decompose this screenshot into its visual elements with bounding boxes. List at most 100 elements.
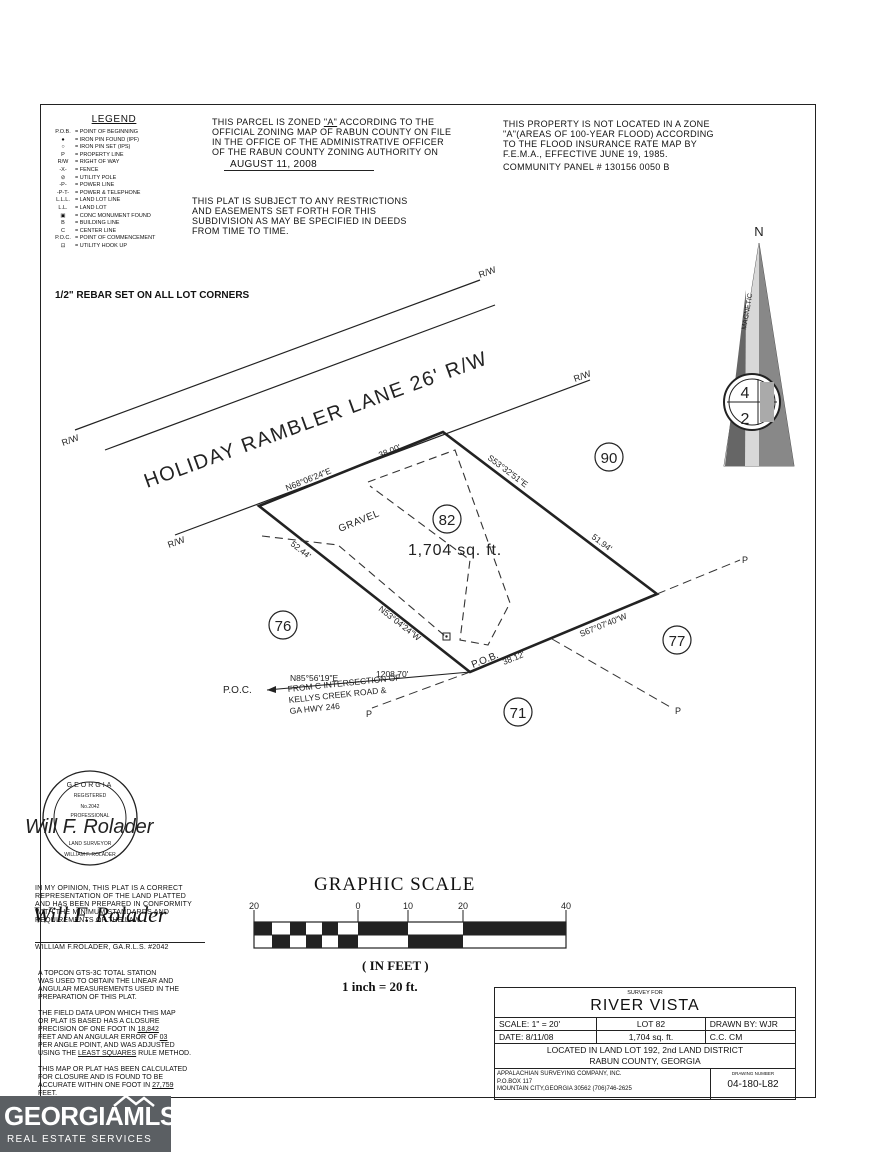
flood-text: TO THE FLOOD INSURANCE RATE MAP BY (503, 139, 698, 149)
legend-title: LEGEND (91, 114, 137, 125)
lot-cell: LOT 82 (596, 1017, 706, 1031)
seal-name: WILLIAM F. ROLADER (64, 852, 116, 858)
legend-text: = CONC MONUMENT FOUND (75, 212, 151, 219)
accuracy-text: ACCURATE WITHIN ONE FOOT IN (38, 1082, 151, 1089)
tie-bearing: N85°56'19"E (290, 673, 339, 683)
location-line: RABUN COUNTY, GEORGIA (589, 1056, 701, 1066)
surveyor-seal (53, 781, 127, 855)
company-line: APPALACHIAN SURVEYING COMPANY, INC. (497, 1071, 622, 1077)
scale-tick: 10 (403, 901, 413, 911)
legend-symbol: L.L.L. (56, 197, 70, 204)
flood-note: THIS PROPERTY IS NOT LOCATED IN A ZONE "… (503, 119, 743, 172)
property-line-mark: P (742, 555, 748, 565)
mls-logo-sub: REAL ESTATE SERVICES (7, 1134, 153, 1145)
legend: LEGEND P.O.B.= POINT OF BEGINNING●= IRON… (55, 114, 195, 251)
property-line (551, 638, 673, 709)
restrictions-note: THIS PLAT IS SUBJECT TO ANY RESTRICTIONS… (192, 196, 432, 236)
legend-symbol: P (61, 151, 65, 158)
closure-text: THE FIELD DATA UPON WHICH THIS MAP (38, 1010, 176, 1017)
accuracy-text: FEET. (38, 1090, 58, 1097)
accuracy-text: THIS MAP OR PLAT HAS BEEN CALCULATED (38, 1066, 188, 1073)
legend-symbol: -X- (59, 166, 67, 173)
lot-number: 82 (439, 512, 456, 529)
adjacent-lot-number: 77 (669, 633, 686, 650)
pob-label: P.O.B. (470, 650, 500, 671)
legend-text: = POINT OF COMMENCEMENT (75, 235, 156, 242)
scale-tick: 20 (249, 901, 259, 911)
accuracy-value: 27,759 (152, 1082, 174, 1089)
legend-row: P.O.B.= POINT OF BEGINNING (55, 129, 195, 137)
seal-signature: Will F. Rolader (25, 816, 155, 838)
adjacent-lot-number: 71 (510, 705, 527, 722)
rw-label: R/W (166, 534, 186, 550)
seal-text: PROFESSIONAL (71, 813, 110, 819)
legend-text: = FENCE (75, 166, 99, 173)
closure-method: LEAST SQUARES (77, 1050, 137, 1057)
tie-distance: 1208.70' (376, 669, 409, 679)
scale-ratio: 1 inch = 20 ft. (342, 979, 418, 994)
utility-hookup-icon (445, 635, 448, 638)
community-panel: COMMUNITY PANEL # 130156 0050 B (503, 162, 670, 172)
date-cell: DATE: 8/11/08 (493, 1030, 598, 1044)
legend-symbol: B (61, 220, 65, 227)
legend-row: ○= IRON PIN SET (IPS) (55, 144, 195, 152)
scale-cell: SCALE: 1" = 20' (493, 1017, 598, 1031)
legend-row: -X- = FENCE (55, 167, 195, 175)
location-line: LOCATED IN LAND LOT 192, 2nd LAND DISTRI… (546, 1045, 744, 1055)
opinion-note: IN MY OPINION, THIS PLAT IS A CORRECT RE… (35, 885, 235, 952)
instrument-text: WAS USED TO OBTAIN THE LINEAR AND (38, 978, 174, 985)
legend-row: ⊘= UTILITY POLE (55, 175, 195, 183)
legend-text: = RIGHT OF WAY (75, 159, 120, 166)
zoning-text: THIS PARCEL IS ZONED (212, 117, 322, 127)
instrument-text: A TOPCON GTS-3C TOTAL STATION (38, 970, 157, 977)
adjacent-lot-circle (662, 625, 692, 655)
property-line-mark: P (675, 706, 681, 716)
legend-row: P.O.C. = POINT OF COMMENCEMENT (55, 235, 195, 243)
seal-number: No.2042 (81, 804, 100, 810)
poc-label: P.O.C. (223, 685, 252, 696)
north-label: N (754, 224, 763, 239)
legend-text: = POINT OF BEGINNING (75, 129, 139, 135)
instrument-text: ANGULAR MEASUREMENTS USED IN THE (38, 986, 180, 993)
rw-label: R/W (477, 264, 497, 280)
legend-symbol: ● (61, 136, 65, 143)
restrictions-text: THIS PLAT IS SUBJECT TO ANY RESTRICTIONS (192, 196, 408, 206)
accuracy-note: THIS MAP OR PLAT HAS BEEN CALCULATED FOR… (38, 1066, 238, 1098)
instrument-note: A TOPCON GTS-3C TOTAL STATION WAS USED T… (38, 970, 238, 1002)
gravel-edge (261, 535, 446, 637)
scale-tick: 40 (561, 901, 571, 911)
legend-text: = UTILITY HOOK UP (75, 242, 128, 249)
opinion-text: WITH THE MINIMUM STANDARDS AND (35, 909, 170, 916)
legend-text: = BUILDING LINE (75, 220, 120, 227)
legend-symbol: ▣ (60, 212, 66, 219)
property-line (371, 671, 471, 709)
opinion-text: REPRESENTATION OF THE LAND PLATTED (35, 893, 186, 900)
legend-row: -P-T-= POWER & TELEPHONE (55, 190, 195, 198)
flood-text: "A"(AREAS OF 100-YEAR FLOOD) ACCORDING (503, 129, 714, 139)
accuracy-text: FOR CLOSURE AND IS FOUND TO BE (38, 1074, 163, 1081)
zone-value: "A" (323, 117, 338, 127)
compass-icon (760, 382, 774, 422)
adjacent-lot-number: 76 (275, 618, 292, 635)
legend-symbol: P.O.C. (55, 235, 71, 242)
opinion-text: AND HAS BEEN PREPARED IN CONFORMITY (35, 901, 193, 908)
legend-symbol: ○ (61, 144, 65, 151)
closure-precision: 18,842 (137, 1026, 159, 1033)
legend-row: L.L.= LAND LOT (55, 205, 195, 213)
roof-icon (113, 1094, 155, 1107)
rw-label: R/W (60, 432, 80, 448)
zoning-text: OFFICIAL ZONING MAP OF RABUN COUNTY ON F… (212, 127, 452, 137)
rebar-note: 1/2" REBAR SET ON ALL LOT CORNERS (55, 290, 250, 301)
adjacent-lot-circle (594, 442, 624, 472)
scale-tick: 0 (355, 901, 360, 911)
distance-right: 51.94' (590, 532, 615, 554)
flood-text: F.E.M.A., EFFECTIVE JUNE 19, 1985. (503, 149, 668, 159)
legend-text: = PROPERTY LINE (75, 151, 124, 158)
property-line-mark: P (366, 709, 372, 719)
restrictions-text: AND EASEMENTS SET FORTH FOR THIS (192, 206, 377, 216)
mls-logo: GEORGIAMLS REAL ESTATE SERVICES (0, 1094, 177, 1152)
instrument-text: PREPARATION OF THIS PLAT. (38, 994, 137, 1001)
legend-row: ●= IRON PIN FOUND (IPF) (55, 137, 195, 145)
drawing-number-box: DRAWING NUMBER 04-180-L82 (710, 1069, 795, 1099)
